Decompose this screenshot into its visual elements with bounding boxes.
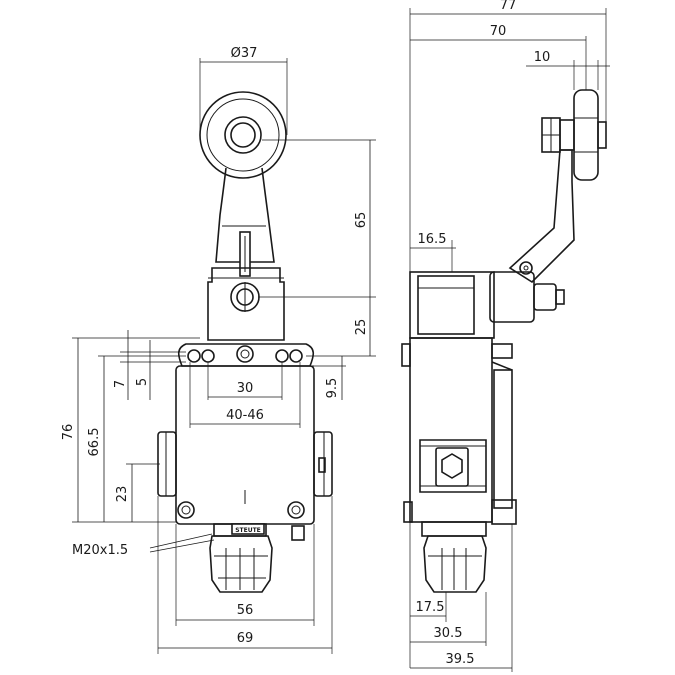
dim-width-56: 56 <box>237 603 254 618</box>
dim-height-66-5: 66.5 <box>87 428 102 457</box>
dim-height-23: 23 <box>115 486 130 503</box>
roller-front <box>199 91 287 179</box>
lever-arm-front <box>215 167 275 277</box>
actuator-side <box>409 271 565 339</box>
roller-side <box>541 89 607 181</box>
dim-roller-diameter: Ø37 <box>231 46 258 61</box>
dim-side-16-5: 16.5 <box>418 232 447 247</box>
dim-pivot-height: 25 <box>354 319 369 336</box>
head-plate-front <box>177 343 315 367</box>
dim-thread: M20x1.5 <box>72 543 128 558</box>
dim-lever-height: 65 <box>354 212 369 229</box>
lever-arm-side <box>508 149 575 284</box>
dim-mount-spacing-range: 40-46 <box>226 408 264 423</box>
dim-side-39-5: 39.5 <box>446 652 475 667</box>
dim-offset-9-5: 9.5 <box>325 378 340 399</box>
housing-side <box>401 337 517 525</box>
dim-width-69: 69 <box>237 631 254 646</box>
dim-overall-width: 77 <box>500 0 517 13</box>
cable-gland-front: STEUTE <box>209 523 305 593</box>
dim-side-30-5: 30.5 <box>434 626 463 641</box>
dimensions-front: Ø37 65 25 9.5 30 40-46 <box>61 46 376 654</box>
front-view: STEUTE Ø37 65 25 9 <box>61 46 376 654</box>
dim-offset-5: 5 <box>135 378 150 386</box>
dim-total-height: 76 <box>61 424 76 441</box>
cable-gland-side <box>421 521 487 593</box>
dim-mount-spacing-top: 30 <box>237 381 254 396</box>
brand-plate-label: STEUTE <box>235 527 261 534</box>
side-view: 77 70 10 16.5 17.5 30.5 <box>401 0 610 672</box>
dim-offset-7: 7 <box>113 380 128 388</box>
pivot-block-front <box>207 267 285 341</box>
dim-roller-reach: 70 <box>490 24 507 39</box>
dimensions-side: 77 70 10 16.5 17.5 30.5 <box>409 0 610 672</box>
dim-roller-width: 10 <box>534 50 551 65</box>
dim-side-17-5: 17.5 <box>416 600 445 615</box>
